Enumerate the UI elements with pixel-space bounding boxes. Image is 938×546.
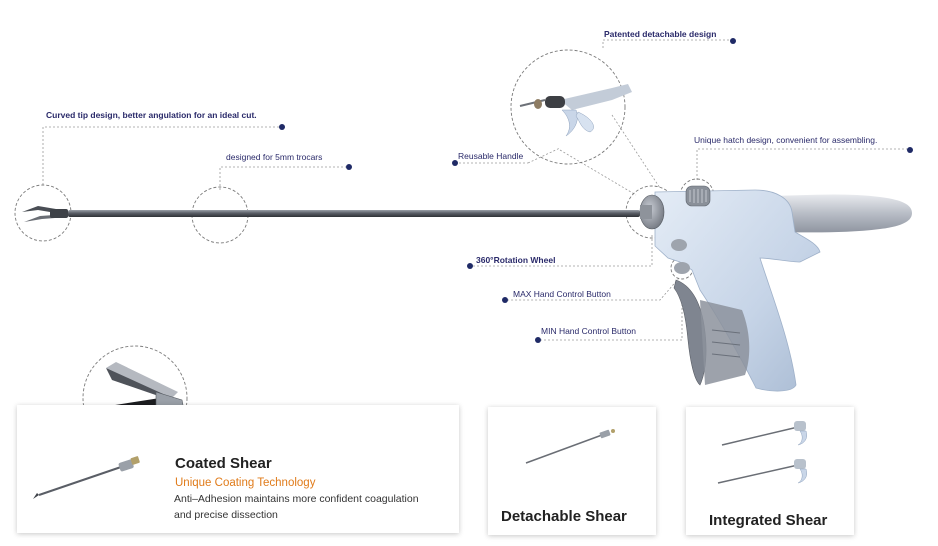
coated-shear-card: Coated Shear Unique Coating Technology A… xyxy=(17,405,459,533)
callout-min-button: MIN Hand Control Button xyxy=(541,326,636,336)
detachable-shear-card: Detachable Shear xyxy=(488,407,656,535)
coated-shear-subtitle: Unique Coating Technology xyxy=(175,477,316,489)
callout-hatch: Unique hatch design, convenient for asse… xyxy=(694,135,878,145)
callout-rotation-wheel: 360°Rotation Wheel xyxy=(476,255,556,265)
callout-curved-tip: Curved tip design, better angulation for… xyxy=(46,110,257,120)
callout-trocar: designed for 5mm trocars xyxy=(226,152,323,162)
integrated-shear-image xyxy=(717,421,807,484)
coated-shear-desc-line2: and precise dissection xyxy=(174,509,278,521)
coated-shear-desc-line1: Anti–Adhesion maintains more confident c… xyxy=(174,493,419,505)
detachable-shear-image xyxy=(525,429,615,464)
callout-reusable-handle: Reusable Handle xyxy=(458,151,524,161)
coated-shear-image xyxy=(33,456,140,499)
callout-max-button: MAX Hand Control Button xyxy=(513,289,611,299)
callout-patented: Patented detachable design xyxy=(604,29,717,39)
detachable-shear-title: Detachable Shear xyxy=(501,508,627,525)
coated-shear-title: Coated Shear xyxy=(175,455,272,472)
integrated-shear-title: Integrated Shear xyxy=(709,512,828,529)
integrated-shear-card: Integrated Shear xyxy=(686,407,854,535)
